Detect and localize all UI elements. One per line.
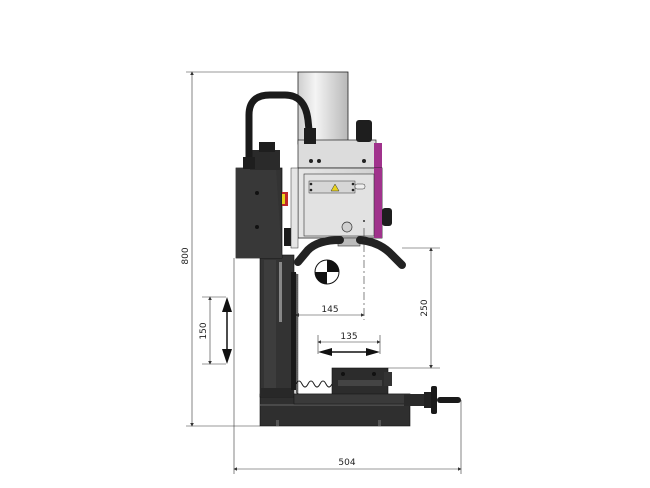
- warning-triangle-icon: [330, 183, 340, 192]
- machine-table: [293, 386, 461, 414]
- label-overall-height: 800: [181, 247, 191, 264]
- right-coolant-hose: [356, 236, 406, 269]
- label-throat-depth: 145: [321, 305, 338, 315]
- center-of-gravity-icon: [314, 259, 340, 285]
- head-upper-block: [297, 120, 382, 169]
- dimension-head-travel: [202, 296, 232, 365]
- label-head-travel: 150: [199, 322, 209, 339]
- dimension-cross-travel: [317, 335, 381, 356]
- spring-wire: [295, 380, 333, 388]
- machine-vise: [331, 367, 392, 397]
- fine-feed-knob: [382, 208, 392, 226]
- table-handwheel: [431, 386, 437, 414]
- machine-column: [259, 254, 295, 398]
- machine: [235, 71, 461, 427]
- dimension-spindle-to-table: [388, 247, 440, 369]
- column-rack: [291, 272, 299, 397]
- label-spindle-to-table: 250: [420, 299, 430, 316]
- label-overall-width: 504: [338, 458, 355, 468]
- dimensions: [186, 71, 462, 474]
- control-box: [235, 142, 299, 259]
- left-coolant-hose: [294, 236, 344, 266]
- head-gearbox: [297, 167, 392, 247]
- power-cable: [245, 91, 314, 162]
- handwheel-handle: [437, 397, 461, 403]
- dimension-overall-height: [186, 71, 298, 427]
- label-cross-travel: 135: [340, 332, 357, 342]
- dimension-overall-width: [233, 258, 462, 474]
